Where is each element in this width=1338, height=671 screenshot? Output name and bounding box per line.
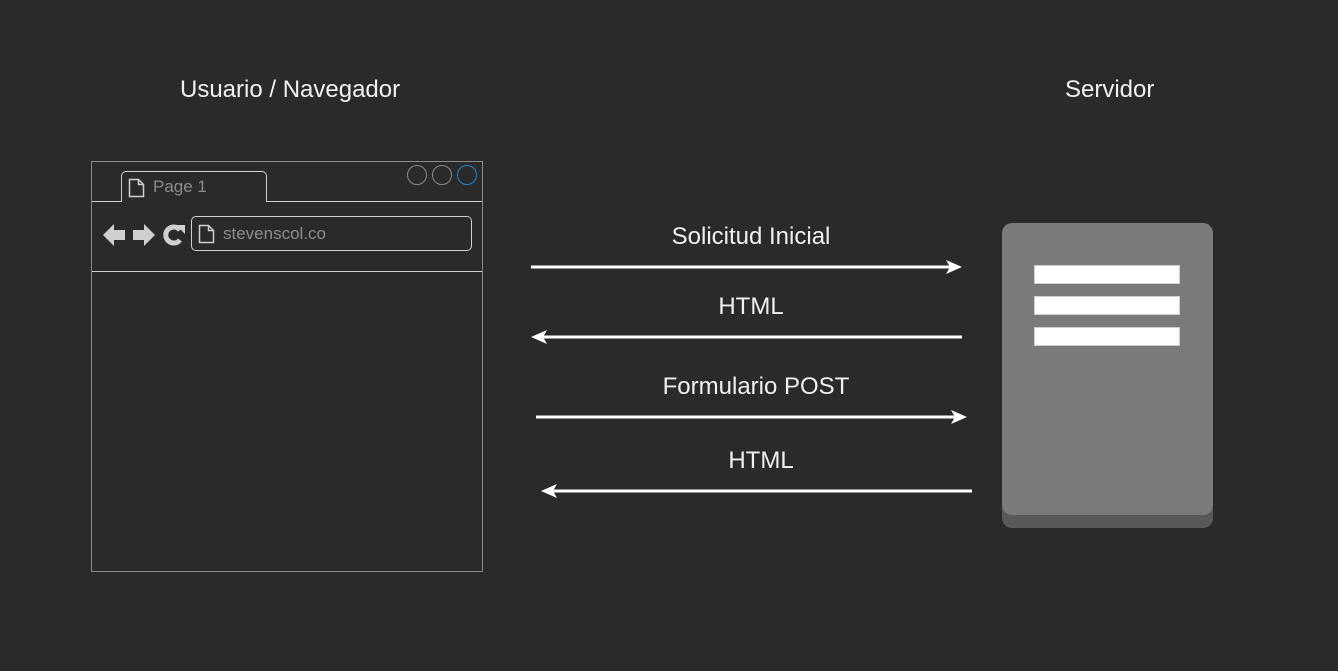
address-bar-url: stevenscol.co bbox=[223, 224, 326, 243]
window-button-minimize[interactable] bbox=[407, 165, 427, 185]
browser-tab[interactable]: Page 1 bbox=[121, 171, 267, 202]
message-label-post: Formulario POST bbox=[662, 373, 850, 400]
server-slot bbox=[1034, 265, 1180, 284]
server-slot bbox=[1034, 296, 1180, 315]
arrow-response bbox=[531, 330, 962, 344]
message-label-request: Solicitud Inicial bbox=[671, 223, 831, 250]
document-icon bbox=[198, 224, 215, 249]
arrow-response-2 bbox=[541, 484, 972, 498]
tab-label: Page 1 bbox=[153, 177, 207, 196]
toolbar-divider bbox=[92, 271, 482, 272]
document-icon bbox=[128, 178, 145, 203]
tab-divider bbox=[92, 201, 482, 202]
forward-arrow-icon[interactable] bbox=[132, 223, 156, 252]
message-label-response: HTML bbox=[718, 293, 784, 320]
reload-icon[interactable] bbox=[162, 223, 186, 252]
window-button-maximize[interactable] bbox=[432, 165, 452, 185]
arrow-request bbox=[531, 260, 962, 274]
arrow-post bbox=[536, 410, 967, 424]
window-button-close[interactable] bbox=[457, 165, 477, 185]
browser-window: Page 1 stevenscol.co bbox=[91, 161, 483, 572]
server-heading: Servidor bbox=[1065, 76, 1155, 103]
address-bar[interactable]: stevenscol.co bbox=[191, 216, 472, 251]
server-slot bbox=[1034, 327, 1180, 346]
message-label-response-2: HTML bbox=[728, 447, 794, 474]
back-arrow-icon[interactable] bbox=[102, 223, 126, 252]
server-icon bbox=[1002, 223, 1213, 515]
client-heading: Usuario / Navegador bbox=[180, 76, 401, 103]
